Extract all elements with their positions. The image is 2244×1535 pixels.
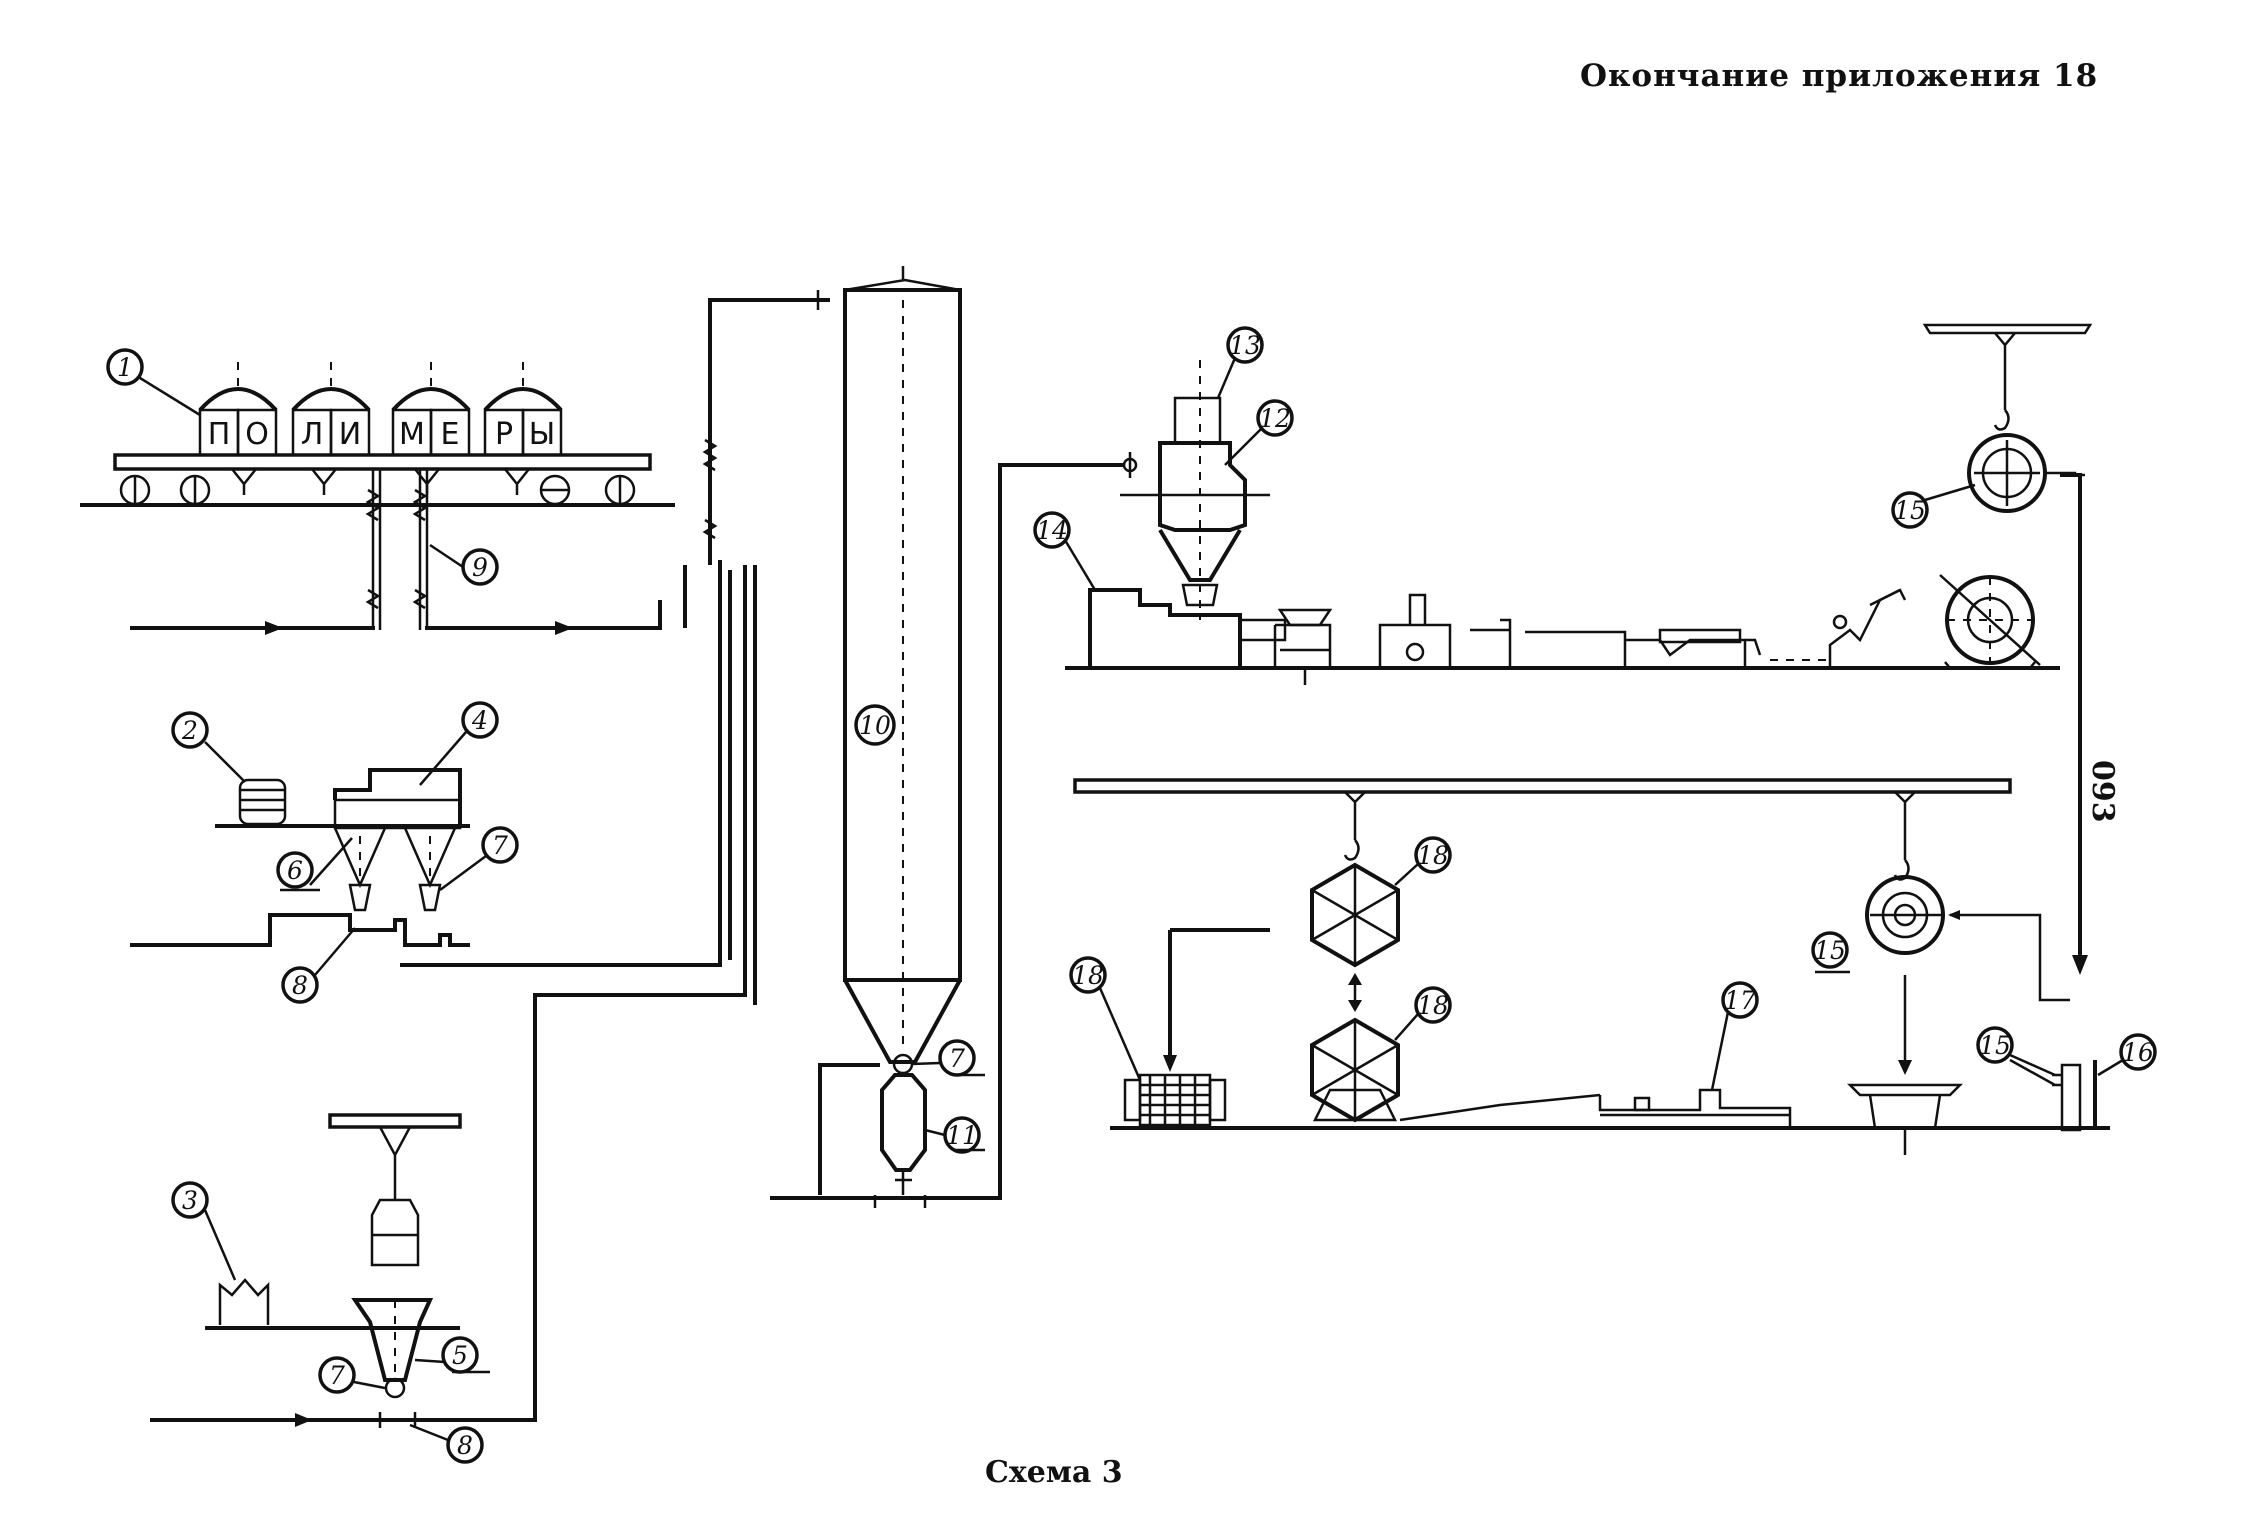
bag-mixing-section [130, 560, 732, 967]
callout-3: 3 [171, 1181, 237, 1281]
callout-13: 13 [1216, 326, 1264, 399]
svg-text:7: 7 [492, 831, 508, 860]
tank-letter: И [339, 417, 361, 452]
svg-text:12: 12 [1259, 404, 1291, 433]
callout-1: 1 [106, 348, 201, 417]
tank-letter: П [208, 417, 231, 452]
bag-filling-section [205, 1113, 462, 1428]
callout-9: 9 [429, 543, 499, 586]
callout-7: 7 [318, 1356, 386, 1394]
callout-5: 5 [414, 1336, 490, 1374]
tank-letter: Р [495, 417, 513, 452]
callout-4: 4 [419, 701, 499, 786]
svg-text:18: 18 [1072, 961, 1104, 990]
svg-text:9: 9 [472, 553, 488, 582]
callout-17: 17 [1710, 981, 1759, 1091]
svg-text:5: 5 [452, 1341, 468, 1370]
callout-18: 18 [1394, 986, 1452, 1041]
svg-text:15: 15 [1894, 496, 1926, 525]
svg-text:4: 4 [471, 706, 488, 735]
svg-text:15: 15 [1979, 1031, 2011, 1060]
svg-text:8: 8 [292, 971, 308, 1000]
svg-text:2: 2 [181, 716, 198, 745]
svg-text:15: 15 [1814, 936, 1846, 965]
svg-text:10: 10 [859, 711, 891, 740]
svg-text:3: 3 [182, 1186, 198, 1215]
svg-text:17: 17 [1724, 986, 1756, 1015]
callout-18: 18 [1069, 956, 1142, 1081]
tank-letter: Ы [529, 417, 555, 452]
svg-text:11: 11 [946, 1121, 978, 1150]
svg-text:7: 7 [949, 1044, 965, 1073]
callout-2: 2 [171, 711, 246, 783]
callout-15: 15 [1976, 1026, 2056, 1087]
tank-letter: О [245, 417, 269, 452]
callout-8: 8 [281, 927, 356, 1004]
callout-8: 8 [409, 1423, 484, 1464]
svg-text:1: 1 [117, 353, 133, 382]
callout-11: 11 [924, 1116, 985, 1154]
polymer-storage-section: П О Л И М Е Р Ы [80, 362, 687, 635]
svg-text:8: 8 [457, 1431, 473, 1460]
tank-platform [113, 453, 652, 471]
callout-15: 15 [1891, 483, 1976, 529]
svg-text:16: 16 [2122, 1038, 2154, 1067]
page-header: Окончание приложения 18 [1580, 58, 2099, 94]
callout-12: 12 [1224, 399, 1294, 466]
svg-text:7: 7 [329, 1361, 345, 1390]
svg-text:18: 18 [1417, 991, 1449, 1020]
callout-15: 15 [1811, 931, 1850, 974]
callout-7: 7 [911, 1039, 985, 1077]
extrusion-line [1065, 323, 2093, 685]
silo-section [150, 266, 1138, 1422]
tank-letter: М [399, 417, 425, 452]
svg-text:14: 14 [1036, 516, 1068, 545]
callout-16: 16 [2097, 1033, 2157, 1077]
callout-10: 10 [854, 704, 896, 746]
callout-18: 18 [1394, 836, 1452, 886]
callout-14: 14 [1033, 511, 1097, 591]
svg-text:18: 18 [1417, 841, 1449, 870]
tank-letter: Л [301, 417, 324, 452]
tank-letter: Е [441, 417, 460, 452]
finishing-line [1073, 473, 2110, 1155]
callout-7: 7 [439, 826, 519, 892]
svg-text:13: 13 [1229, 331, 1261, 360]
callout-6: 6 [276, 837, 353, 892]
diagram-caption: Схема 3 [985, 1455, 1123, 1490]
svg-text:6: 6 [287, 856, 303, 885]
